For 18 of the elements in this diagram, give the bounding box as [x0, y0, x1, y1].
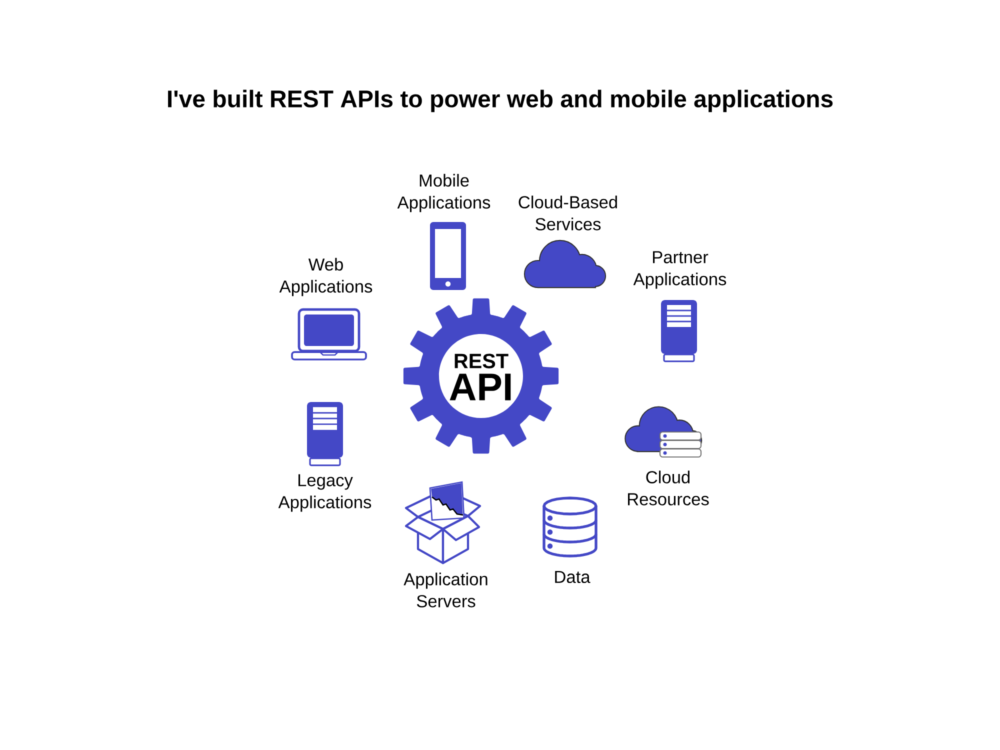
- node-label: Cloud-Based Services: [518, 196, 617, 230]
- open-box-icon: [404, 481, 482, 564]
- title: I've built REST APIs to power web and mobile applications: [168, 90, 833, 112]
- server-icon: [661, 300, 697, 362]
- cloud-icon: [524, 240, 606, 288]
- laptop-icon: [291, 308, 367, 360]
- node-label: Mobile Applications: [397, 174, 490, 212]
- node-label: Application Servers: [404, 572, 488, 608]
- server-icon: [307, 402, 343, 466]
- database-icon: [542, 496, 598, 558]
- cloud-server-icon: [624, 406, 702, 458]
- smartphone-icon: [430, 222, 466, 290]
- gear: REST API: [403, 298, 559, 454]
- node-label: Web Applications: [279, 258, 372, 296]
- node-label: Partner Applications: [633, 251, 726, 289]
- node-label: Legacy Applications: [278, 474, 372, 512]
- node-label: Data: [555, 570, 590, 584]
- node-label: Cloud Resources: [628, 470, 709, 506]
